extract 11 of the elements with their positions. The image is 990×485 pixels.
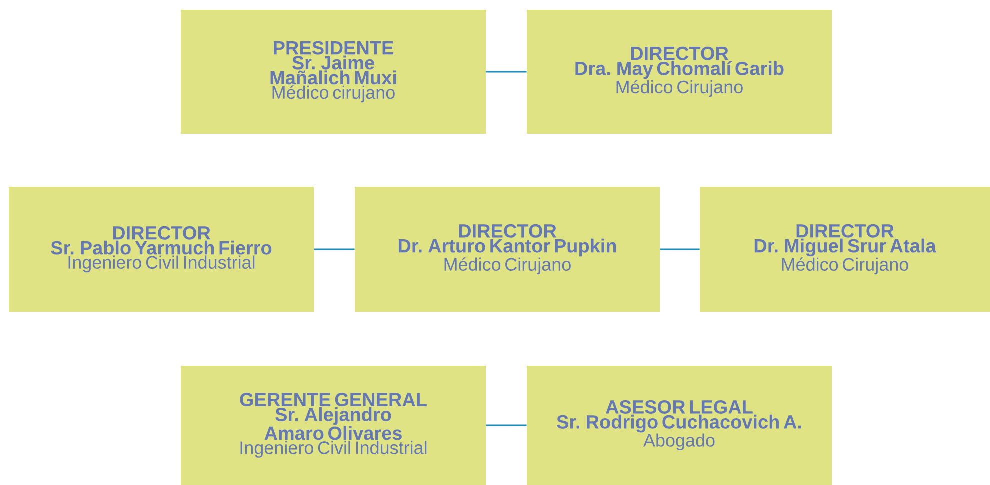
org-box: ASESOR LEGAL Sr. Rodrigo Cuchacovich A. Abogado	[527, 366, 832, 485]
org-box: DIRECTOR Sr. Pablo Yarmuch Fierro Ingeniero Civil Industrial	[9, 187, 314, 312]
connector-line	[486, 71, 527, 73]
org-box: DIRECTOR Dr. Miguel Srur Atala Médico Cirujano	[700, 187, 990, 312]
org-box: PRESIDENTE Sr. Jaime Mañalich Muxi Médico cirujano	[181, 10, 486, 134]
connector-line	[486, 424, 527, 426]
org-box: GERENTE GENERAL Sr. Alejandro Amaro Olivares Ingeniero Civil Industrial	[181, 366, 486, 485]
connector-line	[660, 248, 700, 250]
org-box: DIRECTOR Dra. May Chomalí Garib Médico Cirujano	[527, 10, 832, 134]
connector-line	[314, 248, 355, 250]
org-box: DIRECTOR Dr. Arturo Kantor Pupkin Médico Cirujano	[355, 187, 660, 312]
